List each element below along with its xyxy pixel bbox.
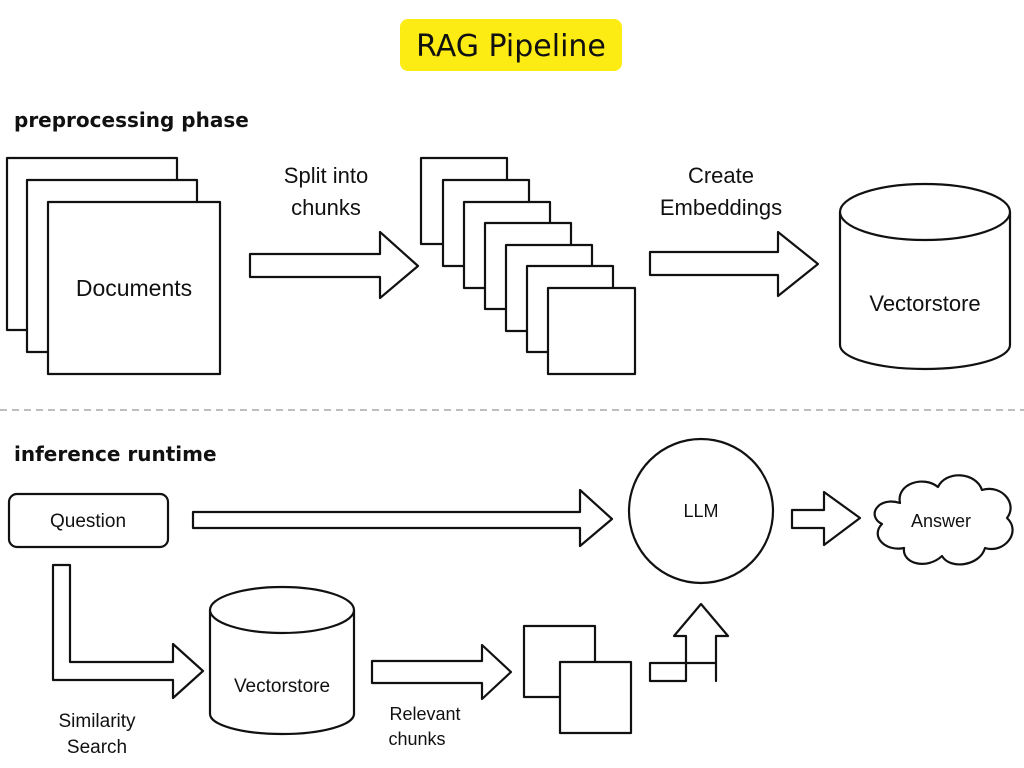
document-page bbox=[46, 200, 222, 376]
documents-label: Documents bbox=[76, 275, 192, 301]
chunks-to-llm-arrow bbox=[648, 602, 730, 683]
answer-label: Answer bbox=[911, 511, 971, 531]
split-label-line2: chunks bbox=[291, 195, 361, 220]
split-arrow bbox=[248, 230, 420, 300]
chunk-page bbox=[546, 286, 637, 376]
vectorstore-label-top: Vectorstore bbox=[869, 291, 980, 316]
question-to-llm-arrow bbox=[191, 488, 614, 548]
embed-label-line2: Embeddings bbox=[660, 195, 782, 220]
section-inference-heading: inference runtime bbox=[14, 442, 217, 466]
vectorstore-cylinder-top: Vectorstore bbox=[838, 182, 1012, 371]
documents-stack: Documents bbox=[5, 156, 222, 376]
title-highlight bbox=[400, 19, 622, 71]
question-to-vectorstore-arrow bbox=[51, 563, 205, 700]
llm-label: LLM bbox=[683, 501, 718, 521]
split-label-line1: Split into bbox=[284, 163, 368, 188]
vectorstore-cylinder-bottom: Vectorstore bbox=[208, 585, 356, 736]
answer-cloud bbox=[873, 474, 1014, 566]
vectorstore-label-bottom: Vectorstore bbox=[234, 676, 330, 697]
llm-to-answer-arrow bbox=[790, 490, 862, 547]
embed-label-line1: Create bbox=[688, 163, 754, 188]
section-preprocessing-heading: preprocessing phase bbox=[14, 108, 249, 132]
chunks-stack bbox=[419, 156, 637, 376]
question-box bbox=[7, 492, 170, 549]
llm-circle bbox=[627, 437, 775, 585]
page-title: RAG Pipeline bbox=[416, 29, 606, 64]
embeddings-arrow bbox=[648, 230, 820, 298]
vectorstore-to-chunks-arrow bbox=[370, 643, 513, 701]
relevant-label-line1: Relevant bbox=[389, 704, 460, 724]
relevant-label-line2: chunks bbox=[388, 729, 445, 749]
question-label: Question bbox=[50, 511, 126, 532]
relevant-chunks-stack bbox=[522, 624, 633, 735]
similarity-label-line1: Similarity bbox=[58, 711, 136, 732]
relevant-chunk bbox=[558, 660, 633, 735]
similarity-label-line2: Search bbox=[67, 737, 127, 758]
